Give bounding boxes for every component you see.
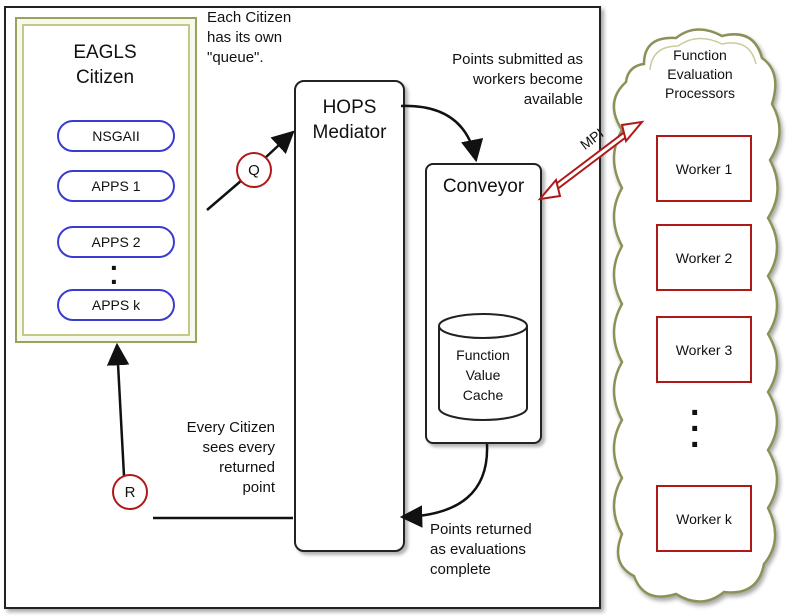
worker-label: Worker k (676, 510, 732, 527)
circle-q-icon: Q (236, 152, 272, 188)
submit-note: Points submitted as workers become avail… (398, 50, 583, 110)
every-note-line: point (242, 479, 275, 496)
queue-note-line: has its own (207, 29, 283, 46)
queue-arrow-upper (264, 130, 295, 159)
queue-arrow-lower (206, 179, 243, 211)
submit-note-line: Points submitted as (452, 51, 583, 68)
every-note-line: Every Citizen (186, 419, 275, 436)
hops-title: HOPS Mediator (294, 95, 405, 145)
return-arrow (399, 443, 489, 528)
mpi-arrow (537, 120, 645, 201)
returned-note: Points returned as evaluations complete (430, 520, 590, 580)
workers-ellipsis: ... (690, 385, 700, 455)
hops-title-line: Mediator (312, 122, 387, 143)
hops-title-line: HOPS (322, 97, 377, 118)
cache-label-line: Cache (462, 387, 504, 403)
worker-label: Worker 1 (675, 160, 733, 177)
returned-note-line: complete (430, 561, 491, 578)
hops-mediator (294, 80, 405, 552)
citizen-item-label: APPS 2 (91, 234, 141, 250)
citizen-title-line: Citizen (75, 67, 135, 88)
citizen-title: EAGLS Citizen (30, 40, 180, 90)
queue-note-line: "queue". (207, 49, 264, 66)
submit-arrow (400, 104, 484, 163)
citizen-item-label: APPS k (91, 297, 141, 313)
citizen-item-label: APPS 1 (91, 178, 141, 194)
conveyor-title: Conveyor (442, 176, 525, 197)
worker-3: Worker 3 (656, 316, 752, 383)
citizen-item-apps2: APPS 2 (57, 226, 175, 258)
citizen-item-apps1: APPS 1 (57, 170, 175, 202)
worker-k: Worker k (656, 485, 752, 552)
worker-2: Worker 2 (656, 224, 752, 291)
citizen-item-appsk: APPS k (57, 289, 175, 321)
cylinder-icon (438, 313, 528, 421)
return-marker-label: R (124, 483, 136, 501)
submit-note-line: available (523, 91, 583, 108)
worker-label: Worker 2 (675, 249, 733, 266)
return-line-up (106, 342, 130, 477)
worker-label: Worker 3 (675, 341, 733, 358)
cache-label-line: Function (456, 347, 510, 363)
every-note: Every Citizen sees every returned point (165, 418, 275, 498)
queue-note-line: Each Citizen (207, 9, 292, 26)
processors-title-line: Processors (664, 85, 736, 101)
cache-label-line: Value (465, 367, 501, 383)
citizen-title-line: EAGLS (73, 42, 137, 63)
submit-note-line: workers become (472, 71, 583, 88)
cache-label: Function Value Cache (436, 345, 530, 405)
every-note-line: sees every (202, 439, 275, 456)
processors-title-line: Function (673, 47, 727, 63)
processors-title-line: Evaluation (667, 66, 733, 82)
queue-note: Each Citizen has its own "queue". (207, 8, 317, 68)
processors-title: Function Evaluation Processors (640, 46, 760, 103)
citizen-item-nsgaii: NSGAII (57, 120, 175, 152)
circle-r-icon: R (112, 474, 148, 510)
citizen-ellipsis: ... (110, 245, 118, 303)
returned-note-line: as evaluations (430, 541, 526, 558)
returned-note-line: Points returned (430, 521, 532, 538)
every-note-line: returned (219, 459, 275, 476)
queue-marker-label: Q (248, 161, 260, 179)
worker-1: Worker 1 (656, 135, 752, 202)
citizen-item-label: NSGAII (92, 128, 140, 144)
